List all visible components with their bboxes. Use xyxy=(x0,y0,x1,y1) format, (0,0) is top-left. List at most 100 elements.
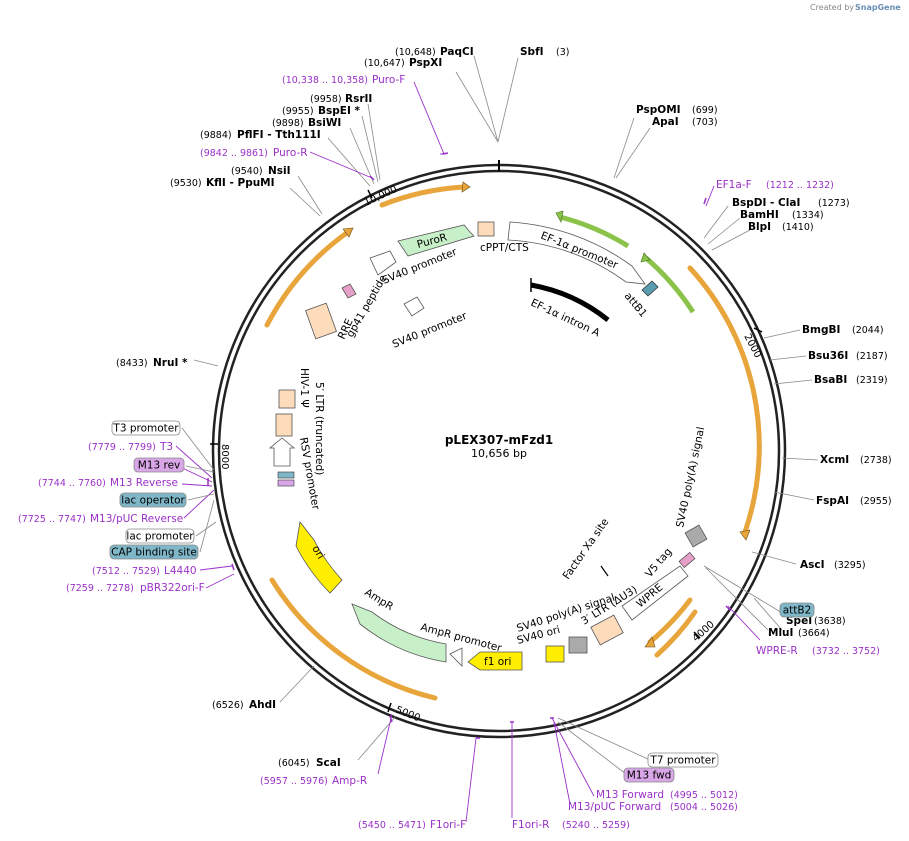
primer-pbr322-name: pBR322ori-F xyxy=(140,582,205,594)
site-bsiwi-name: BsiWI xyxy=(308,117,341,129)
primer-t3-name: T3 xyxy=(159,441,173,453)
label-f1ori: f1 ori xyxy=(484,656,511,668)
site-apai-name: ApaI xyxy=(652,116,679,128)
site-pspxi-name: PspXI xyxy=(409,57,442,69)
ampr-promoter-arrow xyxy=(449,647,463,667)
primer-labels: (10,338 .. 10,358) Puro-F (9842 .. 9861)… xyxy=(18,74,880,831)
site-bamhi-pos: (1334) xyxy=(792,210,824,221)
primer-m13puc-range: (7725 .. 7747) xyxy=(18,514,86,525)
primer-m13fwd-range: (4995 .. 5012) xyxy=(670,790,738,801)
sv40-promoter-arrow-2 xyxy=(403,296,425,317)
ampr-arrow xyxy=(351,603,447,663)
primer-m13pucfwd-range: (5004 .. 5026) xyxy=(670,802,738,813)
site-blpi-pos: (1410) xyxy=(782,222,814,233)
primer-puror-range: (9842 .. 9861) xyxy=(200,148,268,159)
site-xcmi-pos: (2738) xyxy=(860,455,892,466)
orf-arc-right xyxy=(687,265,762,535)
primer-t3-range: (7779 .. 7799) xyxy=(88,442,156,453)
ori-arrow xyxy=(295,521,343,594)
site-nsii-pos: (9540) xyxy=(231,166,263,177)
orf-arc-top xyxy=(379,184,466,208)
site-asci-pos: (3295) xyxy=(834,560,866,571)
primer-markers xyxy=(207,152,731,739)
label-ampr: AmpR xyxy=(362,586,395,613)
site-fspai-name: FspAI xyxy=(816,495,849,507)
box-t7-promoter: T7 promoter xyxy=(649,755,716,767)
snapgene-brand: SnapGene xyxy=(855,3,901,12)
primer-l4440-range: (7512 .. 7529) xyxy=(92,566,160,577)
site-sbfi-pos: (3) xyxy=(556,47,569,58)
site-pflfi-name: PflFI - Tth111I xyxy=(237,129,321,141)
primer-pbr322-range: (7259 .. 7278) xyxy=(66,583,134,594)
site-bsabi-pos: (2319) xyxy=(856,375,888,386)
primer-ef1af-name: EF1a-F xyxy=(716,179,752,191)
primer-m13puc-name: M13/pUC Reverse xyxy=(90,513,183,525)
site-nrui-pos: (8433) xyxy=(116,358,148,369)
site-scai-pos: (6045) xyxy=(278,758,310,769)
site-mlui-name: MluI xyxy=(768,627,793,639)
tick-8000: 8000 xyxy=(219,444,230,469)
gp41-marker xyxy=(341,283,357,299)
box-m13-rev: M13 rev xyxy=(138,460,181,472)
sv40-ori-box xyxy=(545,645,565,663)
primer-f1orir-name: F1ori-R xyxy=(512,819,549,831)
box-m13-fwd: M13 fwd xyxy=(627,770,672,782)
sv40-polya-box xyxy=(568,636,588,654)
site-ahdi-name: AhdI xyxy=(249,699,276,711)
wpre-arrow xyxy=(621,565,689,621)
rsv-promoter-arrow xyxy=(268,437,296,467)
boxed-labels: T3 promoter M13 rev lac operator lac pro… xyxy=(109,420,815,783)
site-sbfi-name: SbfI xyxy=(520,46,544,58)
orf-arc-bottom-left xyxy=(269,577,438,701)
site-kfli-name: KflI - PpuMI xyxy=(206,177,275,189)
site-bmgbi-name: BmgBI xyxy=(802,324,840,336)
site-rsrii-name: RsrII xyxy=(345,93,372,105)
green-arcs xyxy=(559,214,696,314)
site-nrui-name: NruI * xyxy=(153,357,188,369)
site-spei-pos: (3638) xyxy=(814,616,846,627)
label-ef1a-intron: EF-1α intron A xyxy=(529,297,603,340)
site-pspxi-pos: (10,647) xyxy=(364,58,405,69)
box-lac-operator: lac operator xyxy=(121,495,185,507)
primer-m13pucfwd-name: M13/pUC Forward xyxy=(568,801,661,813)
cppt-box xyxy=(477,221,495,237)
site-leaders xyxy=(193,55,819,761)
label-hiv-psi: HIV-1 Ψ xyxy=(298,368,310,408)
site-scai-name: ScaI xyxy=(316,757,341,769)
f1ori-arrow xyxy=(467,651,523,671)
green-arrowheads xyxy=(555,210,651,263)
site-bmgbi-pos: (2044) xyxy=(852,325,884,336)
primer-f1orif-range: (5450 .. 5471) xyxy=(358,820,426,831)
v5-marker xyxy=(678,552,696,568)
site-kfli-pos: (9530) xyxy=(170,178,202,189)
site-bspei-pos: (9955) xyxy=(282,106,314,117)
box-lac-promoter: lac promoter xyxy=(126,531,194,543)
site-labels: (10,648) PaqCI SbfI (3) (10,647) PspXI P… xyxy=(116,46,892,769)
site-bamhi-name: BamHI xyxy=(740,209,779,221)
site-bspdi-pos: (1273) xyxy=(818,198,850,209)
orf-arcs xyxy=(264,184,762,701)
site-pspomi-name: PspOMI xyxy=(636,104,681,116)
primer-ampr-range: (5957 .. 5976) xyxy=(260,776,328,787)
label-factor-xa: Factor Xa site xyxy=(561,516,612,581)
site-bsu36i-name: Bsu36I xyxy=(808,350,848,362)
label-sv40-promoter-2: SV40 promoter xyxy=(391,310,470,351)
site-blpi-name: BlpI xyxy=(748,221,771,233)
site-pflfi-pos: (9884) xyxy=(200,130,232,141)
site-asci-name: AscI xyxy=(800,559,825,571)
primer-purof-name: Puro-F xyxy=(372,74,405,86)
primer-purof-range: (10,338 .. 10,358) xyxy=(282,75,368,86)
rre-box xyxy=(305,302,337,340)
box-cap-binding: CAP binding site xyxy=(111,547,197,559)
label-cppt: cPPT/CTS xyxy=(480,242,529,254)
site-xcmi-name: XcmI xyxy=(820,454,849,466)
orf-arc-right-lower-b xyxy=(654,609,698,658)
plasmid-length: 10,656 bp xyxy=(471,447,527,460)
ef1a-intron-bar xyxy=(530,282,610,322)
primer-leaders xyxy=(175,81,761,823)
ltr3-box xyxy=(590,614,624,646)
attb1-marker xyxy=(641,280,659,297)
plasmid-name: pLEX307-mFzd1 xyxy=(445,433,553,447)
label-ltr5: 5′ LTR (truncated) xyxy=(313,382,325,475)
